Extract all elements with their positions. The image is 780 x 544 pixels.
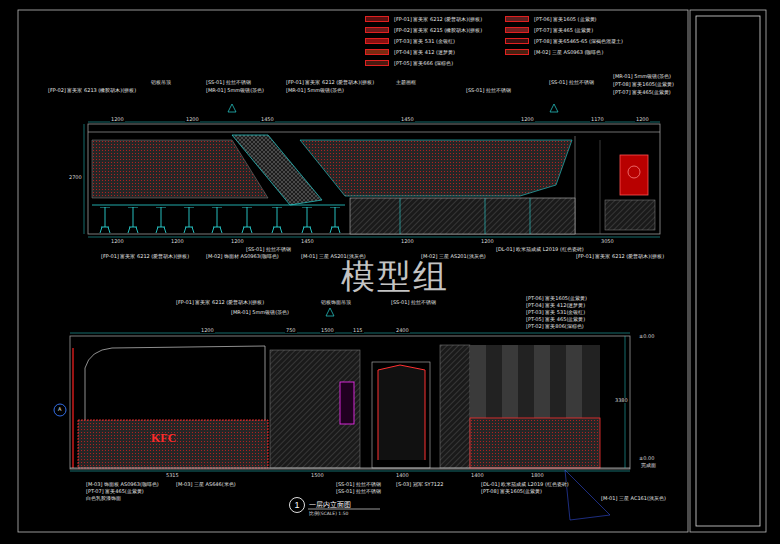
callout-label: [PT-05] 富美 465(蓝紫黄) xyxy=(525,317,586,322)
dimension-text: 1200 xyxy=(635,117,650,122)
dimension-text: 1200 xyxy=(520,117,535,122)
legend-text: [PT-05] 富美666 (深棕色) xyxy=(393,61,454,66)
callout-label: [FP-01] 富美家 6212 (爱普胡木)(拼板) xyxy=(100,254,190,259)
watermark: 模型组 xyxy=(340,259,450,293)
dimension-text: 1200 xyxy=(480,239,495,244)
legend-swatch xyxy=(365,38,389,44)
legend-swatch xyxy=(365,16,389,22)
callout-label: [PT-06] 富美1605(蓝紫黄) xyxy=(525,296,588,301)
legend-text: [PT-08] 富美65465-65 (深褐色混凝土) xyxy=(533,39,624,44)
section-mark: A xyxy=(57,407,62,412)
dimension-text: 1400 xyxy=(470,473,485,478)
callout-label: [DL-01] 欧米茄成威 L2019 (红色瓷砖) xyxy=(495,247,585,252)
callout-label: [FP-01] 富美家 6212 (爱普胡木)(拼板) xyxy=(175,300,265,305)
legend-text: [FP-01] 富美家 6212 (爱普胡木)(拼板) xyxy=(393,17,483,22)
dimension-text: 1200 xyxy=(170,239,185,244)
dimension-text: 1200 xyxy=(185,117,200,122)
callout-label: [DL-01] 欧米茄成威 L2019 (红色瓷砖) xyxy=(480,482,570,487)
callout-label: [SS-01] 拉丝不锈钢 xyxy=(335,489,382,494)
callout-label: [FP-01] 富美家 6212 (爱普胡木)(拼板) xyxy=(285,80,375,85)
callout-label: [M-03] 饰面板 AS0963(咖啡色) xyxy=(85,482,160,487)
callout-label: [SS-01] 拉丝不锈钢 xyxy=(390,300,437,305)
callout-label: 铝板吊顶 xyxy=(150,80,172,85)
callout-label: 铝板饰面吊顶 xyxy=(320,300,352,305)
callout-label: [PT-08] 富美1605(蓝紫黄) xyxy=(612,82,675,87)
callout-label: [FP-01] 富美家 6212 (爱普胡木)(拼板) xyxy=(575,254,665,259)
legend-swatch xyxy=(505,49,529,55)
callout-label: [SS-01] 拉丝不锈钢 xyxy=(465,88,512,93)
dimension-text: 1200 xyxy=(110,239,125,244)
callout-label: [MR-01] 5mm银镜(茶色) xyxy=(612,74,672,79)
callout-label: [MR-01] 5mm银镜(茶色) xyxy=(230,310,290,315)
callout-label: [S-03] 冠军 SY7122 xyxy=(395,482,444,487)
drawing-title: 一层内立面图 xyxy=(309,500,351,510)
dimension-text: 3380 xyxy=(614,398,629,403)
legend-swatch xyxy=(505,27,529,33)
brand-logo: KFC xyxy=(150,432,177,444)
dimension-text: 1450 xyxy=(260,117,275,122)
dimension-text: 1200 xyxy=(200,328,215,333)
callout-label: [MR-01] 5mm银镜(茶色) xyxy=(205,88,265,93)
callout-label: [PT-03] 富美 531(金银红) xyxy=(525,310,586,315)
view-number-circle: 1 xyxy=(289,497,305,513)
dimension-text: 115 xyxy=(352,328,364,333)
legend-swatch xyxy=(365,27,389,33)
legend-swatch xyxy=(365,60,389,66)
callout-label: [SS-01] 拉丝不锈钢 xyxy=(245,247,292,252)
callout-label: 完成面 xyxy=(640,463,657,468)
callout-label: [MR-01] 5mm银镜(茶色) xyxy=(285,88,345,93)
callout-label: [M-02] 饰面材 AS0963(咖啡色) xyxy=(205,254,280,259)
dimension-text: 3050 xyxy=(600,239,615,244)
callout-label: [FP-02] 富美家 6213 (橡胶胡木)(拼板) xyxy=(47,88,137,93)
callout-label: [SS-01] 拉丝不锈钢 xyxy=(548,80,595,85)
callout-label: 白色乳胶漆饰面 xyxy=(85,496,122,501)
callout-label: [PT-04] 富美 412(迷梦黄) xyxy=(525,303,586,308)
view-number: 1 xyxy=(294,500,299,510)
legend-swatch xyxy=(365,49,389,55)
legend-swatch xyxy=(505,38,529,44)
dimension-text: 1200 xyxy=(230,239,245,244)
callout-label: 主题画框 xyxy=(395,80,417,85)
dimension-text: 1500 xyxy=(320,328,335,333)
dimension-text: 1200 xyxy=(400,239,415,244)
legend-text: [PT-03] 富美 531 (金银红) xyxy=(393,39,456,44)
callout-label: [PT-07] 富美465(蓝紫黄) xyxy=(612,90,672,95)
scale-caption: 比例(SCALE) 1:50 xyxy=(309,511,348,516)
dimension-text: 1400 xyxy=(395,473,410,478)
callout-label: [M-01] 三星 AC161(浅灰色) xyxy=(600,496,667,501)
dimension-text: 750 xyxy=(285,328,297,333)
dimension-text: 2700 xyxy=(68,175,83,180)
dimension-text: 2400 xyxy=(395,328,410,333)
dimension-text: ±0.00 xyxy=(638,456,655,461)
callout-label: [SS-01] 拉丝不锈钢 xyxy=(205,80,252,85)
legend-swatch xyxy=(505,16,529,22)
callout-label: [SS-01] 拉丝不锈钢 xyxy=(335,482,382,487)
callout-label: [PT-02] 富美806(深棕色) xyxy=(525,324,585,329)
legend-text: [PT-04] 富美 412 (迷梦黄) xyxy=(393,50,456,55)
callout-label: [PT-08] 富美1605(蓝紫黄) xyxy=(480,489,543,494)
dimension-text: 1170 xyxy=(590,117,605,122)
callout-label: [M-03] 三星 AS646(米色) xyxy=(175,482,237,487)
legend-text: [M-02] 三星 AS0963 (咖啡色) xyxy=(533,50,604,55)
legend-text: [PT-06] 富美1605 (蓝紫黄) xyxy=(533,17,597,22)
dimension-text: 1500 xyxy=(310,473,325,478)
legend-text: [PT-07] 富美465 (蓝紫黄) xyxy=(533,28,594,33)
legend-text: [FP-02] 富美家 6215 (橡胶胡木)(拼板) xyxy=(393,28,483,33)
dimension-text: 5315 xyxy=(165,473,180,478)
dimension-text: 1450 xyxy=(300,239,315,244)
dimension-text: ±0.00 xyxy=(638,334,655,339)
dimension-text: 1450 xyxy=(400,117,415,122)
callout-label: [PT-07] 富美465(蓝紫黄) xyxy=(85,489,145,494)
dimension-text: 1200 xyxy=(110,117,125,122)
dimension-text: 1800 xyxy=(530,473,545,478)
